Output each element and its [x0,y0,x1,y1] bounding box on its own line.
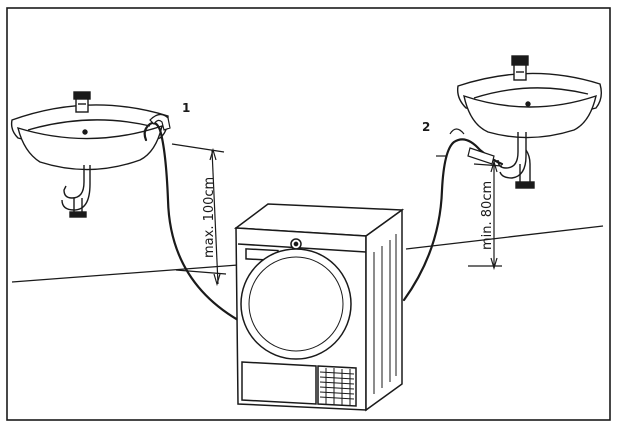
dimension-max-height [171,143,227,287]
right-siphon [497,132,527,179]
dryer-grille-slats [319,368,355,406]
floor-line [11,225,604,283]
dryer-door-inner [248,256,344,352]
hose-2-connector [436,128,495,165]
left-tap [75,97,89,113]
dimension-max-height-label: max. 100cm [202,177,217,258]
dryer-filter-grille [317,365,357,407]
right-sink [456,55,603,189]
option-1-number: 1 [182,101,190,115]
hose-1-guide [149,113,171,131]
dryer-kick-plate [241,361,317,405]
dimension-min-height [468,159,503,271]
dimension-min-height-label: min. 80cm [480,181,495,250]
dryer-appliance [233,203,405,412]
option-2-number: 2 [422,120,430,134]
hose-1 [143,121,240,322]
dryer-side [365,208,403,412]
left-sink [10,91,169,218]
